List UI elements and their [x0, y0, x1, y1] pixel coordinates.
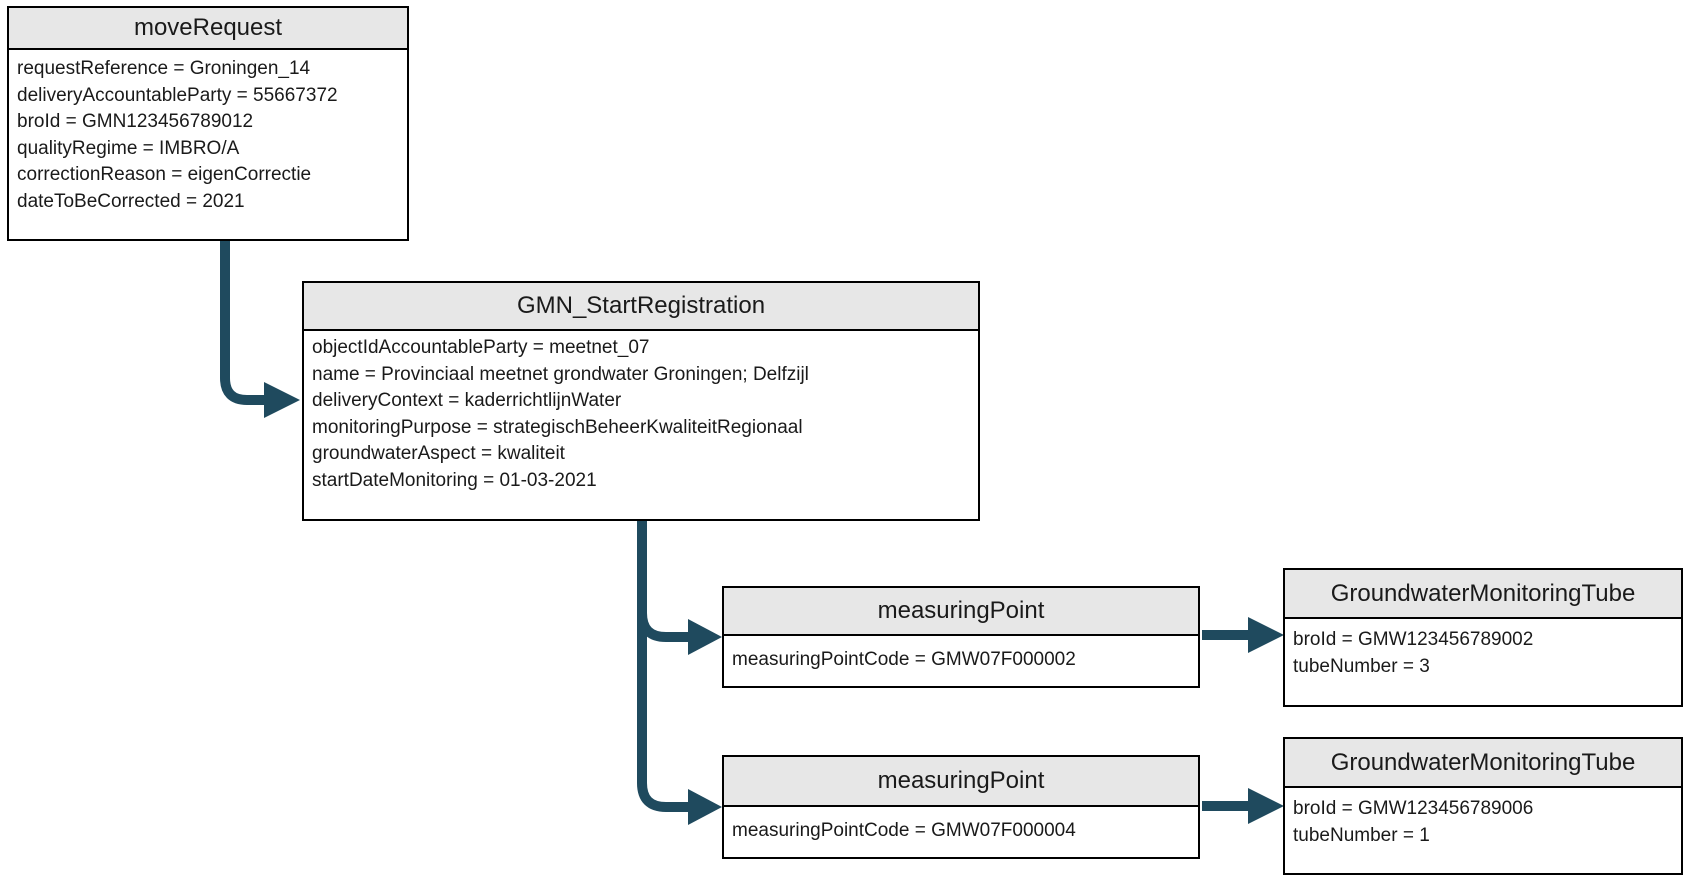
attribute-line: monitoringPurpose = strategischBeheerKwa… [312, 416, 803, 438]
class-box-measuring-point-2: measuringPoint measuringPointCode = GMW0… [722, 755, 1200, 859]
attribute-line: objectIdAccountableParty = meetnet_07 [312, 337, 650, 358]
class-box-measuring-point-2-titlebar: measuringPoint [724, 757, 1198, 807]
class-box-tube-2: GroundwaterMonitoringTube broId = GMW123… [1283, 737, 1683, 875]
class-box-gmn-attributes: objectIdAccountableParty = meetnet_07 na… [304, 331, 978, 500]
arrowhead-to-tube2 [1248, 788, 1284, 824]
class-title: GMN_StartRegistration [516, 292, 766, 319]
class-box-gmn-titlebar: GMN_StartRegistration [304, 283, 978, 331]
arrowhead-to-gmn [264, 382, 300, 418]
class-box-tube-1-attributes: broId = GMW123456789002 tubeNumber = 3 [1285, 619, 1681, 686]
class-box-measuring-point-1-attributes: measuringPointCode = GMW07F000002 [724, 636, 1198, 684]
class-box-tube-1-titlebar: GroundwaterMonitoringTube [1285, 570, 1681, 619]
arrow-gmn-to-measuringpoint1-branch [637, 595, 688, 642]
attribute-line: startDateMonitoring = 01-03-2021 [312, 469, 597, 491]
arrowhead-to-measuringpoint1 [688, 619, 722, 655]
class-box-tube-2-titlebar: GroundwaterMonitoringTube [1285, 739, 1681, 788]
class-title: GroundwaterMonitoringTube [1330, 748, 1636, 776]
attribute-line: deliveryAccountableParty = 55667372 [17, 84, 338, 106]
attribute-line: requestReference = Groningen_14 [17, 58, 311, 79]
attribute-line: broId = GMW123456789006 [1293, 798, 1534, 819]
class-title: measuringPoint [877, 767, 1045, 794]
arrow-moverequest-to-gmn [220, 241, 264, 405]
class-title: moveRequest [133, 14, 283, 41]
arrowhead-to-measuringpoint2 [688, 789, 722, 825]
attribute-line: dateToBeCorrected = 2021 [17, 190, 245, 212]
attribute-line: correctionReason = eigenCorrectie [17, 164, 312, 185]
attribute-line: qualityRegime = IMBRO/A [17, 137, 240, 159]
attribute-line: groundwaterAspect = kwaliteit [312, 443, 565, 464]
attribute-line: deliveryContext = kaderrichtlijnWater [312, 390, 622, 411]
class-box-measuring-point-2-attributes: measuringPointCode = GMW07F000004 [724, 807, 1198, 855]
arrow-gmn-to-measuringpoint2-stem [637, 521, 688, 812]
class-box-tube-2-attributes: broId = GMW123456789006 tubeNumber = 1 [1285, 788, 1681, 855]
class-box-move-request-attributes: requestReference = Groningen_14 delivery… [9, 50, 407, 221]
attribute-line: broId = GMN123456789012 [17, 111, 254, 132]
class-box-move-request: moveRequest requestReference = Groningen… [7, 6, 409, 241]
attribute-line: name = Provinciaal meetnet grondwater Gr… [312, 363, 809, 385]
arrowhead-to-tube1 [1248, 617, 1284, 653]
attribute-line: tubeNumber = 3 [1293, 655, 1430, 677]
attribute-line: measuringPointCode = GMW07F000002 [732, 648, 1076, 670]
attribute-line: measuringPointCode = GMW07F000004 [732, 819, 1076, 841]
class-box-measuring-point-1-titlebar: measuringPoint [724, 588, 1198, 636]
class-box-move-request-titlebar: moveRequest [9, 8, 407, 50]
class-box-gmn-start-registration: GMN_StartRegistration objectIdAccountabl… [302, 281, 980, 521]
class-box-tube-1: GroundwaterMonitoringTube broId = GMW123… [1283, 568, 1683, 707]
attribute-line: broId = GMW123456789002 [1293, 629, 1534, 650]
class-title: measuringPoint [877, 597, 1045, 624]
class-box-measuring-point-1: measuringPoint measuringPointCode = GMW0… [722, 586, 1200, 688]
attribute-line: tubeNumber = 1 [1293, 824, 1430, 846]
class-title: GroundwaterMonitoringTube [1330, 579, 1636, 607]
